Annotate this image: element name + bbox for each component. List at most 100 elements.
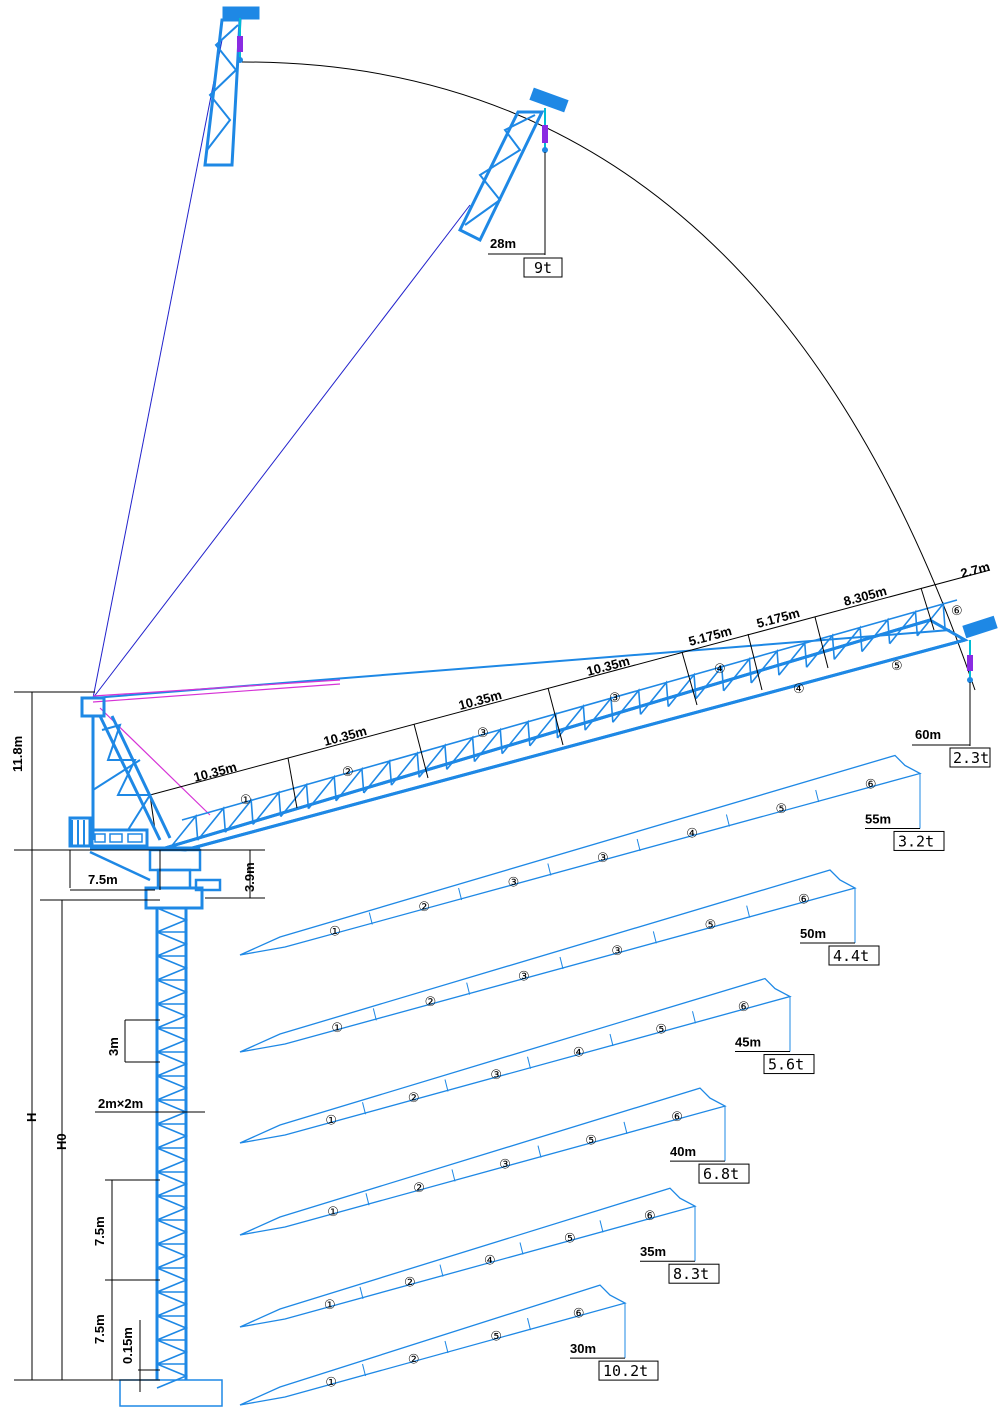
boom-config-section-joint: [444, 1340, 449, 1354]
vertical-boom-hook: [237, 18, 243, 63]
boom-config-section-number: ⑤: [655, 1023, 667, 1038]
boom-config-section-joint: [559, 956, 564, 970]
boom-config-section-number: ⑥: [671, 1110, 683, 1125]
boom-config-section-number: ⑤: [564, 1231, 576, 1246]
tower-mast: [144, 886, 204, 1389]
boom-config-section-number: ⑥: [738, 1000, 750, 1015]
main-boom-section-8: ⑥: [951, 604, 963, 619]
boom-config-section-number: ②: [413, 1181, 425, 1196]
boom-config-load-box: [893, 830, 945, 851]
main-boom-section-6: ④: [793, 682, 805, 697]
boom-config-radius: 45m: [735, 1035, 761, 1050]
boom-config-section-joint: [636, 838, 641, 852]
boom-config-outline: [239, 977, 792, 1144]
tower-dimension-lines: [14, 691, 265, 1392]
boom-config-load-box: [698, 1163, 750, 1184]
boom-config-section-joint: [537, 1145, 542, 1158]
vertical-boom: [203, 6, 260, 167]
boom-config-section-number: ④: [573, 1045, 585, 1060]
main-boom-section-7: ⑤: [891, 659, 903, 674]
boom-config-section-number: ④: [484, 1253, 496, 1268]
boom-config-radius: 40m: [670, 1144, 696, 1159]
boom-segment-3-length: 10.35m: [457, 687, 503, 713]
boom-config-section-number: ①: [327, 1205, 339, 1220]
boom-config-load: 4.4t: [833, 947, 869, 965]
boom-config-section-number: ③: [508, 876, 520, 891]
boom-config-section-number: ①: [325, 1375, 337, 1390]
boom-config-section-number: ⑤: [705, 918, 717, 933]
boom-configurations: ①②③③④⑤⑥55m3.2t①②③③⑤⑥50m4.4t①②③④⑤⑥45m5.6t…: [239, 754, 945, 1406]
boom-config-section-number: ③: [518, 970, 530, 985]
boom-config-section-number: ⑥: [573, 1306, 585, 1321]
boom-config-section-number: ②: [425, 995, 437, 1010]
boom-config-section-joint: [359, 1286, 364, 1299]
boom-dimension-line: [149, 569, 991, 831]
pendant-line-lower: [92, 683, 341, 703]
boom-config-section-joint: [527, 1056, 531, 1069]
boom-config-section-number: ⑥: [798, 893, 810, 908]
boom-config-section-number: ①: [331, 1021, 343, 1036]
boom-config-load-box: [668, 1263, 720, 1284]
boom-config-section-joint: [609, 1033, 614, 1047]
boom-config-section-number: ③: [597, 851, 609, 866]
tower-base: [119, 1379, 223, 1407]
tower-top-height: 11.8m: [10, 736, 25, 772]
raised-boom-load: 9t: [534, 259, 552, 277]
boom-config-section-joint: [362, 1363, 366, 1377]
boom-segment-7-length: 8.305m: [842, 583, 888, 609]
tower-rear-radius: 7.5m: [88, 872, 118, 887]
boom-config-section-number: ①: [324, 1298, 336, 1313]
boom-config-section-number: ⑥: [644, 1209, 656, 1224]
boom-config-section-joint: [725, 814, 730, 827]
boom-config-section-joint: [439, 1264, 444, 1277]
raised-boom: [457, 87, 569, 243]
boom-config-outline: [239, 1187, 697, 1328]
luffing-arc: [239, 61, 976, 691]
main-boom-load: 2.3t: [953, 749, 989, 767]
tower-slew-height: 3.9m: [242, 862, 257, 892]
boom-config-section-number: ⑤: [490, 1329, 502, 1344]
main-boom-section-2: ②: [342, 765, 354, 780]
boom-config-load-box: [828, 945, 880, 966]
boom-config-section-joint: [444, 1079, 449, 1092]
boom-config-section-joint: [623, 1121, 628, 1135]
main-boom-load-box: [949, 747, 991, 768]
boom-config-outline: [239, 754, 922, 956]
boom-config-section-joint: [368, 912, 373, 925]
boom-config-section-joint: [652, 931, 657, 944]
boom-config-section-number: ②: [404, 1276, 416, 1291]
boom-config-outline: [239, 1284, 627, 1406]
boom-config-section-number: ②: [408, 1352, 420, 1367]
boom-config-load: 5.6t: [768, 1056, 804, 1074]
boom-segment-2-length: 10.35m: [322, 723, 368, 749]
tie-line-raised-boom: [92, 204, 471, 699]
boom-config-section-number: ④: [686, 826, 698, 841]
raised-boom-load-box: [523, 257, 563, 278]
boom-config-section-joint: [815, 789, 820, 803]
boom-config-radius: 50m: [800, 926, 826, 941]
boom-config-section-joint: [466, 982, 471, 995]
tower-section-size: 2m×2m: [98, 1096, 143, 1111]
main-boom-section-3: ③: [477, 726, 489, 741]
boom-config-load: 8.3t: [673, 1265, 709, 1283]
boom-config-section-joint: [365, 1193, 370, 1206]
tower-height-h: H: [24, 1113, 39, 1122]
main-boom-section-4: ③: [609, 691, 621, 706]
boom-config-outline: [239, 1087, 727, 1236]
boom-config-load: 10.2t: [603, 1362, 648, 1380]
main-boom-hook: [912, 640, 973, 746]
boom-config-section-joint: [458, 887, 463, 901]
boom-config-load-box: [763, 1054, 815, 1075]
main-boom-section-1: ①: [240, 793, 252, 808]
boom-config-section-joint: [547, 863, 552, 876]
raised-boom-radius: 28m: [490, 236, 516, 251]
tower-section-height: 3m: [106, 1037, 121, 1056]
boom-config-section-number: ①: [325, 1113, 337, 1128]
boom-config-radius: 35m: [640, 1244, 666, 1259]
boom-config-2: ① ② ③ ③ ⑤ ⑥ 50m 4.4t: [239, 869, 880, 1053]
